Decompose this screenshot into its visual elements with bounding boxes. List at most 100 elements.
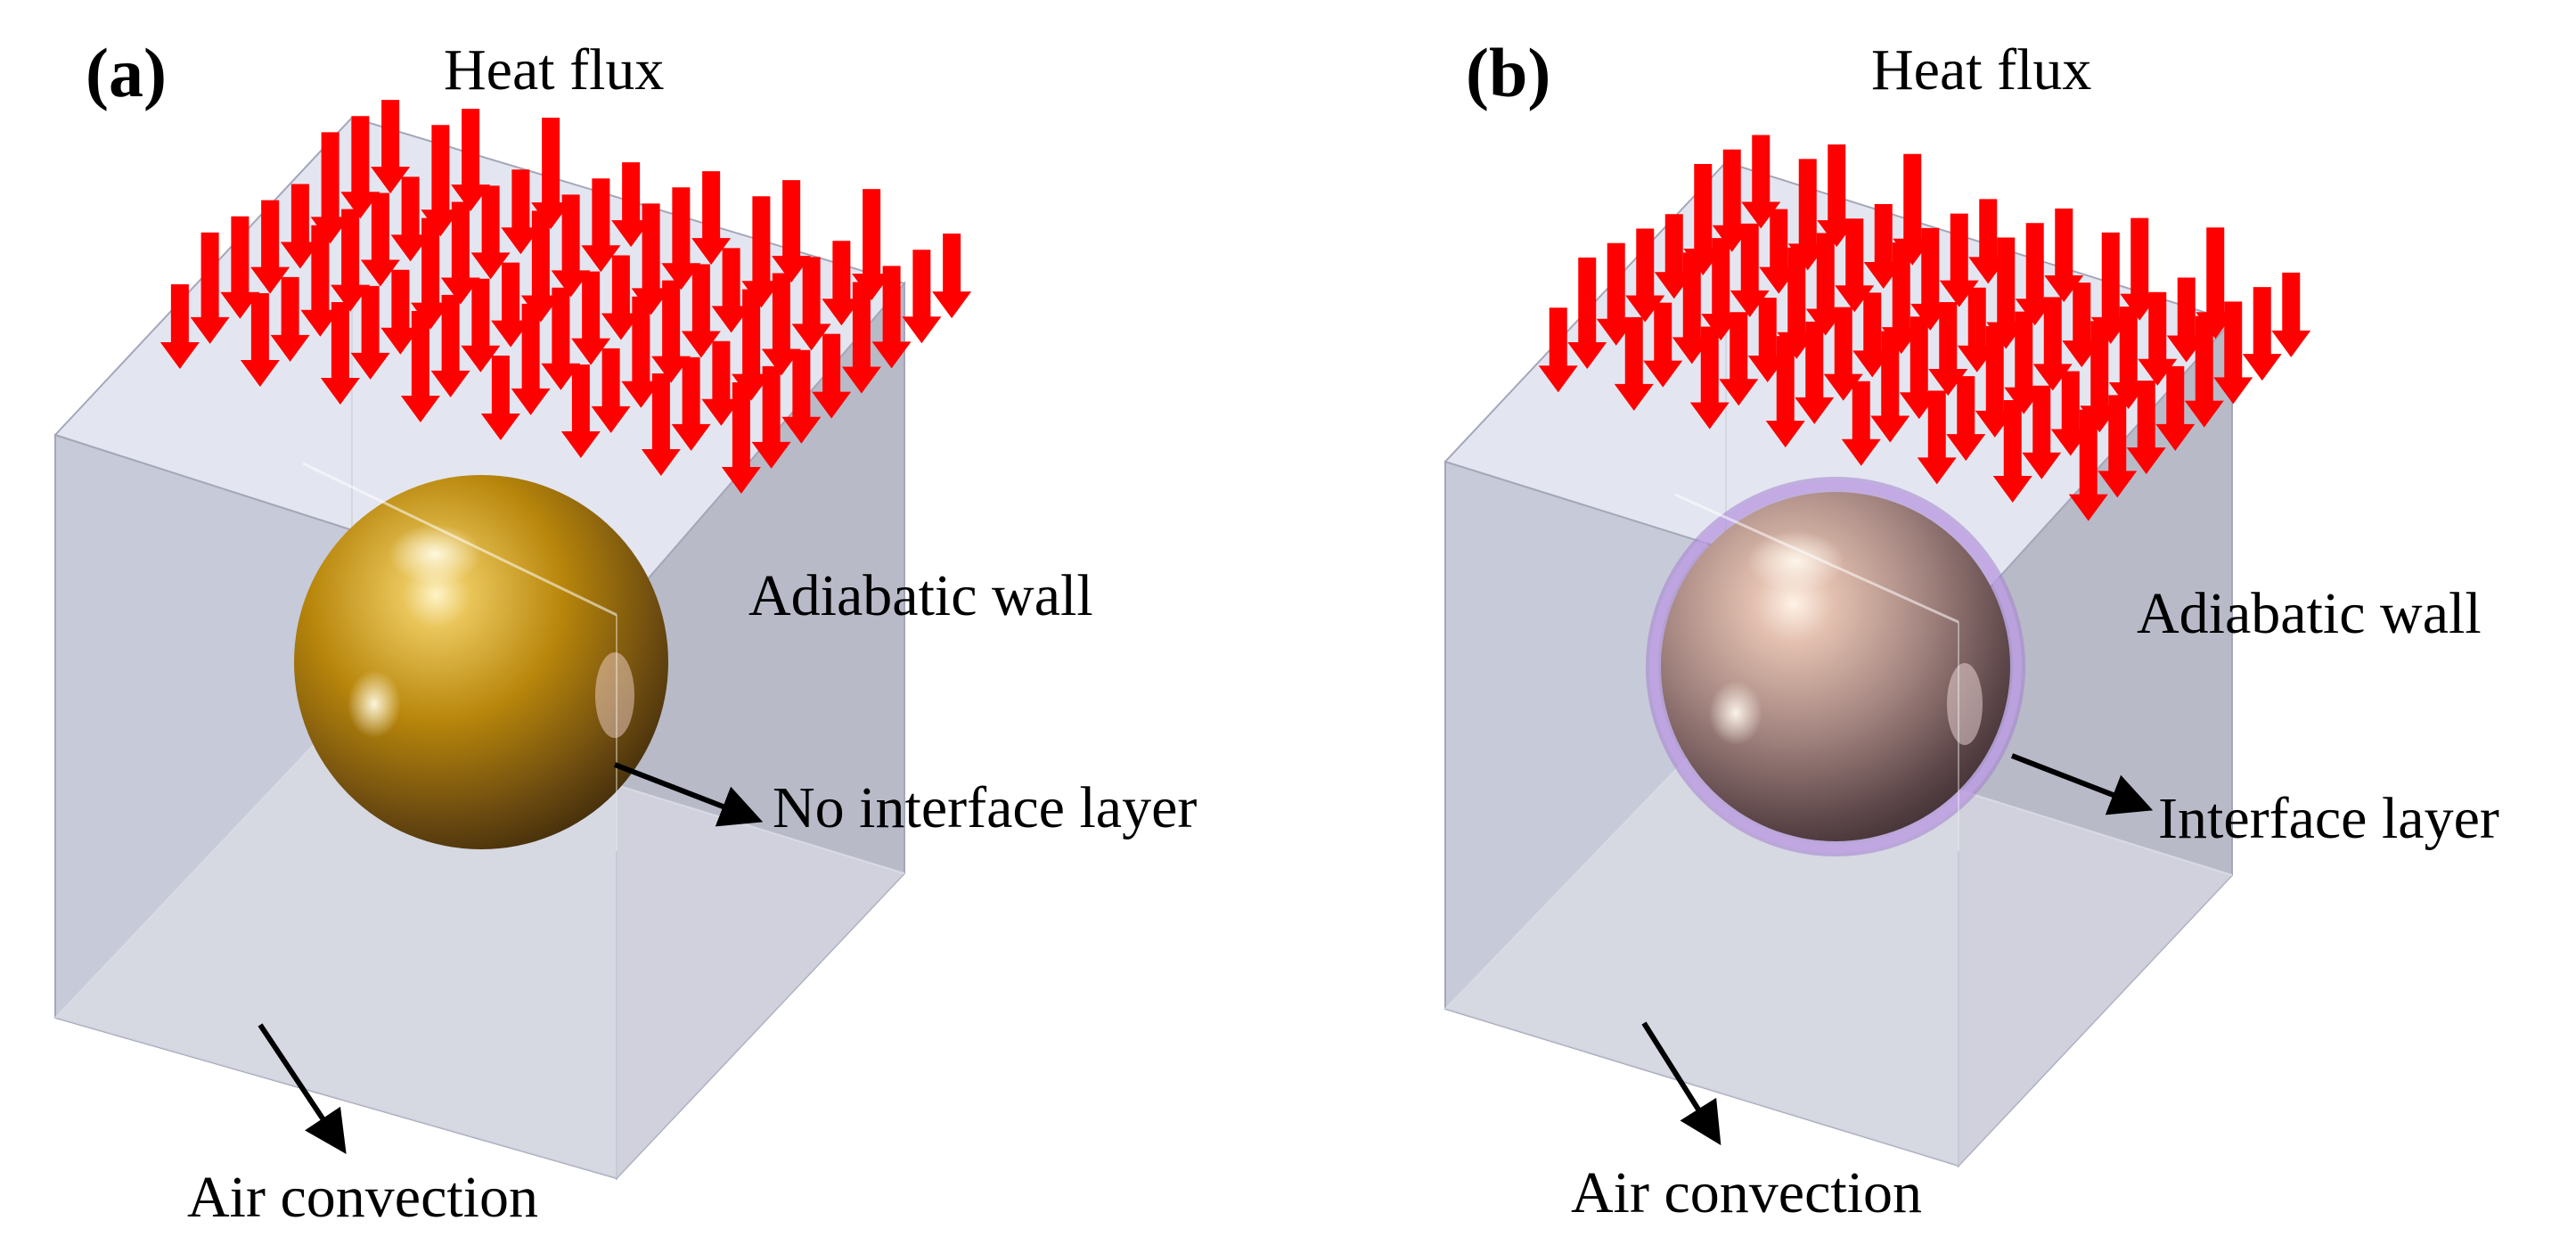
heat-flux-arrow-icon (1672, 252, 1712, 364)
heat-flux-arrow-icon (1787, 159, 1828, 271)
heat-flux-arrow-icon (451, 109, 491, 212)
heat-flux-arrow-icon (320, 301, 360, 405)
heat-flux-arrow-icon (671, 356, 711, 451)
heat-flux-arrow-icon (2155, 365, 2196, 451)
heat-flux-arrow-icon (1777, 247, 1817, 359)
heat-flux-arrow-icon (772, 180, 812, 283)
heat-flux-arrow-icon (2271, 272, 2311, 357)
heat-flux-arrow-icon (1939, 213, 1979, 307)
heat-flux-arrow-icon (621, 296, 661, 408)
heat-flux-arrow-icon (932, 233, 972, 319)
heat-flux-arrow-icon (651, 280, 691, 383)
heat-flux-arrow-icon (520, 210, 560, 323)
heat-flux-arrow-icon (331, 209, 371, 312)
air-convection-label: Air convection (1571, 1160, 1922, 1225)
heat-flux-arrow-icon (721, 381, 761, 494)
heat-flux-arrow-icon (711, 248, 751, 333)
heat-flux-arrows (159, 100, 972, 494)
air-convection-label: Air convection (187, 1165, 538, 1230)
heat-flux-arrow-icon (2166, 277, 2206, 363)
panel-a: (a) Heat flux Adiabatic wall No interfac… (53, 34, 1197, 1230)
particle-sphere (1646, 477, 2025, 856)
panel-label: (a) (86, 34, 167, 111)
heat-flux-arrow-icon (1992, 399, 2032, 503)
heat-flux-arrow-icon (1910, 227, 1950, 331)
heat-flux-arrow-icon (1975, 325, 2015, 438)
heat-flux-arrow-icon (601, 255, 641, 340)
interface-layer-label: No interface layer (773, 775, 1197, 840)
heat-flux-arrow-icon (741, 196, 781, 308)
heat-flux-arrow-icon (440, 201, 480, 305)
heat-flux-arrow-icon (681, 264, 721, 358)
heat-flux-arrow-icon (1741, 135, 1781, 229)
convection-pointer-arrow (258, 1023, 347, 1154)
heat-flux-arrow-icon (300, 225, 340, 337)
heat-flux-arrow-icon (2138, 291, 2178, 386)
heat-flux-arrow-icon (240, 292, 280, 387)
heat-flux-arrow-icon (761, 273, 801, 376)
adiabatic-wall-label: Adiabatic wall (2137, 581, 2482, 646)
heat-flux-arrow-icon (1893, 153, 1933, 266)
heat-flux-arrow-icon (631, 203, 671, 315)
heat-flux-arrow-icon (611, 162, 651, 248)
heat-flux-arrow-icon (871, 266, 912, 369)
heat-flux-arrow-icon (1765, 336, 1805, 448)
heat-flux-arrow-icon (641, 373, 681, 476)
heat-flux-arrow-icon (1917, 390, 1957, 485)
heat-flux-arrow-icon (1643, 302, 1683, 388)
heat-flux-arrow-icon (1689, 326, 1730, 430)
heat-flux-arrow-icon (2062, 283, 2102, 368)
heat-flux-arrow-icon (2090, 232, 2130, 344)
heat-flux-arrow-icon (2242, 287, 2282, 381)
heat-flux-arrow-icon (1538, 307, 1578, 393)
heat-flux-arrow-icon (480, 355, 520, 440)
heat-flux-arrow-icon (691, 171, 732, 266)
heat-flux-arrow-icon (1625, 228, 1665, 323)
heat-flux-arrow-icon (1701, 238, 1741, 341)
heat-flux-arrow-icon (310, 132, 350, 244)
heat-flux-arrow-icon (551, 194, 591, 298)
heat-flux-arrow-icon (491, 262, 531, 348)
heat-flux-arrow-icon (1683, 163, 1723, 275)
adiabatic-wall-label: Adiabatic wall (748, 563, 1093, 628)
heat-flux-arrow-icon (531, 118, 571, 230)
heat-flux-arrow-icon (2015, 223, 2055, 326)
heat-flux-arrow-icon (1712, 149, 1752, 252)
heat-flux-arrow-icon (190, 232, 230, 344)
heat-flux-arrow-icon (1805, 233, 1845, 336)
panel-label: (b) (1466, 34, 1550, 111)
heat-flux-label: Heat flux (1871, 37, 2091, 102)
heat-flux-arrow-icon (2004, 311, 2044, 414)
heat-flux-arrow-icon (732, 289, 772, 401)
heat-flux-arrow-icon (560, 364, 601, 458)
heat-flux-arrow-icon (390, 176, 430, 262)
heat-flux-label: Heat flux (444, 37, 664, 102)
heat-flux-arrow-icon (2108, 306, 2148, 409)
heat-flux-arrow-icon (1957, 287, 1997, 373)
heat-flux-arrow-icon (461, 278, 501, 373)
heat-flux-arrow-icon (1881, 242, 1921, 355)
heat-flux-arrow-icon (2022, 385, 2062, 479)
interface-pointer-arrow (613, 762, 764, 827)
heat-flux-arrow-icon (411, 217, 451, 330)
heat-flux-arrow-icon (159, 283, 200, 369)
heat-flux-arrow-icon (360, 192, 400, 287)
heat-flux-arrow-icon (380, 269, 421, 355)
heat-flux-arrow-icon (1986, 237, 2026, 349)
heat-flux-arrow-icon (2126, 381, 2166, 475)
heat-flux-arrow-icon (371, 100, 411, 194)
heat-flux-arrow-icon (1835, 218, 1875, 313)
heat-flux-arrow-icon (2098, 395, 2138, 498)
heat-flux-arrow-icon (1795, 321, 1835, 424)
heat-flux-arrow-icon (812, 333, 852, 419)
heat-flux-arrow-icon (1946, 376, 1986, 462)
heat-flux-arrow-icon (270, 276, 310, 362)
heat-flux-arrow-icon (1747, 297, 1787, 382)
heat-flux-arrow-icon (511, 303, 551, 415)
heat-flux-arrow-icon (1596, 242, 1636, 346)
heat-flux-arrow-icon (2120, 217, 2160, 321)
heat-flux-arrow-icon (2080, 321, 2120, 433)
heat-flux-arrow-icon (2068, 409, 2108, 521)
